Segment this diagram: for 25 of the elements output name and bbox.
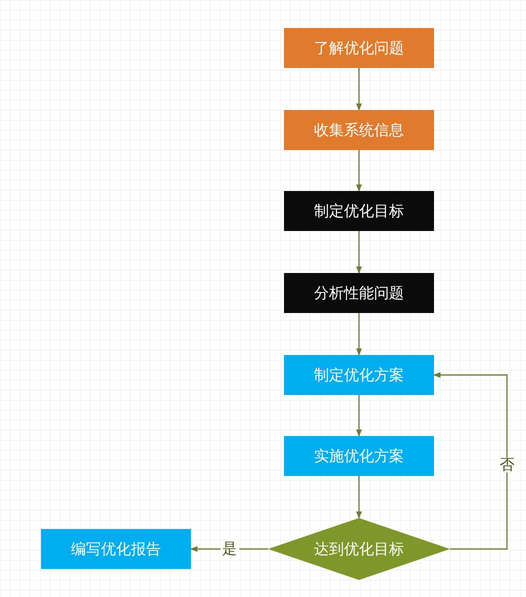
node-label: 收集系统信息 [314, 120, 404, 140]
edge-label: 是 [220, 542, 239, 556]
process-box [284, 355, 434, 395]
arrow [356, 476, 362, 519]
node-label: 了解优化问题 [314, 38, 404, 58]
arrow [356, 313, 362, 356]
node-label: 制定优化目标 [314, 202, 404, 220]
process-box [284, 191, 434, 231]
arrow [356, 395, 362, 437]
arrow [356, 231, 362, 274]
node-label: 分析性能问题 [314, 284, 404, 302]
arrow [356, 68, 362, 111]
arrow [356, 150, 362, 192]
node-label: 达到优化目标 [314, 540, 404, 558]
process-box [284, 436, 434, 476]
edge-label: 否 [498, 458, 516, 472]
process-box [41, 529, 191, 569]
process-box [284, 110, 434, 150]
process-box [284, 28, 434, 68]
node-label: 编写优化报告 [71, 540, 161, 558]
node-label: 制定优化方案 [314, 366, 404, 384]
process-box [284, 273, 434, 313]
arrow [433, 372, 508, 550]
node-label: 实施优化方案 [314, 446, 404, 466]
decision-diamond [268, 518, 450, 580]
